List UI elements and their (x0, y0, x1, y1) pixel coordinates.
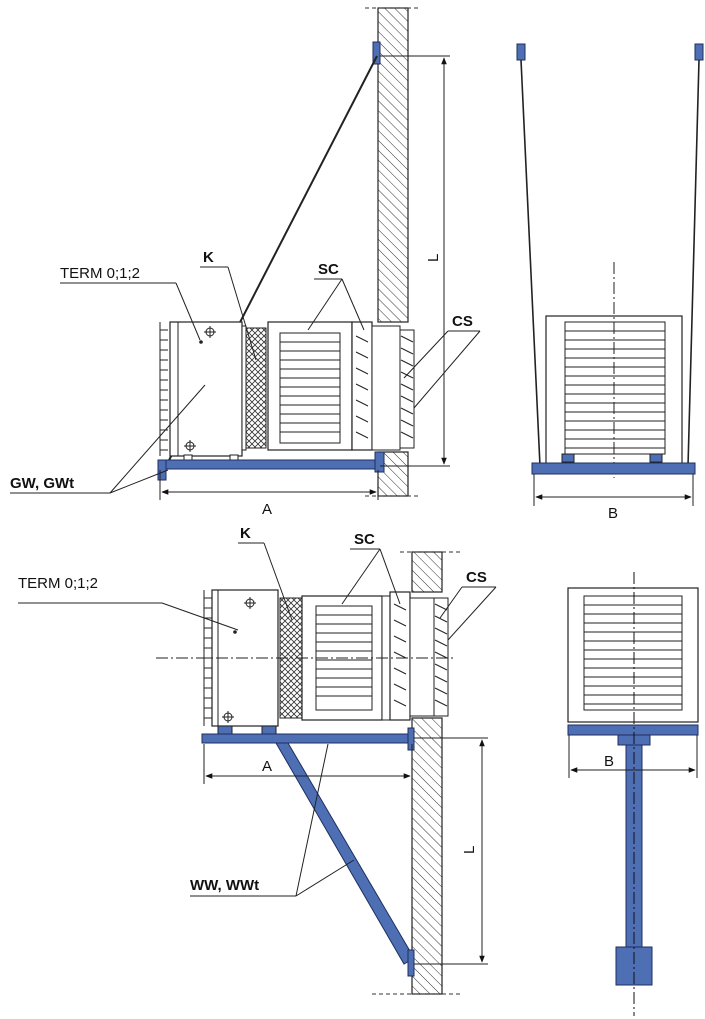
dim-b-label: B (608, 505, 618, 522)
sound-chamber-sc (351, 321, 373, 451)
sc-label-b: SC (354, 531, 375, 548)
support-rail-gw (157, 459, 385, 470)
louver-lines (280, 341, 340, 433)
k-label: K (203, 249, 214, 266)
wall-b-upper (411, 551, 443, 593)
wall-bracket-ww (201, 733, 415, 744)
top-side-view: A L TERM 0;1;2 K SC CS GW, GWt (10, 7, 481, 518)
cs-label: CS (452, 313, 473, 330)
term-label-b: TERM 0;1;2 (18, 575, 98, 592)
left-hanger (520, 59, 541, 467)
term-label: TERM 0;1;2 (60, 265, 140, 282)
wall-b-lower (411, 717, 443, 995)
bottom-front-view: B (567, 572, 699, 1016)
outlet-hatch (400, 335, 414, 439)
bottom-side-view: A L TERM 0;1;2 K SC CS WW, WWt (18, 525, 497, 995)
sc-label: SC (318, 261, 339, 278)
right-hanger (687, 59, 700, 467)
front-louvers (565, 330, 665, 449)
heat-exchanger-k (245, 327, 267, 449)
support-label-b: WW, WWt (190, 877, 259, 894)
wall-upper (377, 7, 409, 323)
cs-label-b: CS (466, 569, 487, 586)
front-support-rail (531, 462, 696, 475)
support-label: GW, GWt (10, 475, 74, 492)
ceiling-bracket (372, 41, 381, 65)
sc-vanes (355, 335, 369, 439)
terminal-screw-icon (184, 326, 216, 452)
terminal-box (169, 321, 243, 457)
intake-grille-ticks (159, 322, 168, 456)
dim-a-label: A (262, 501, 272, 518)
dim-a-label-b: A (262, 758, 272, 775)
dim-l-label: L (425, 254, 442, 262)
k-label-b: K (240, 525, 251, 542)
front-rail-b (567, 724, 699, 736)
dim-b-label-b: B (604, 753, 614, 770)
top-front-view: B (516, 43, 704, 522)
dim-l-label-b: L (461, 846, 478, 854)
